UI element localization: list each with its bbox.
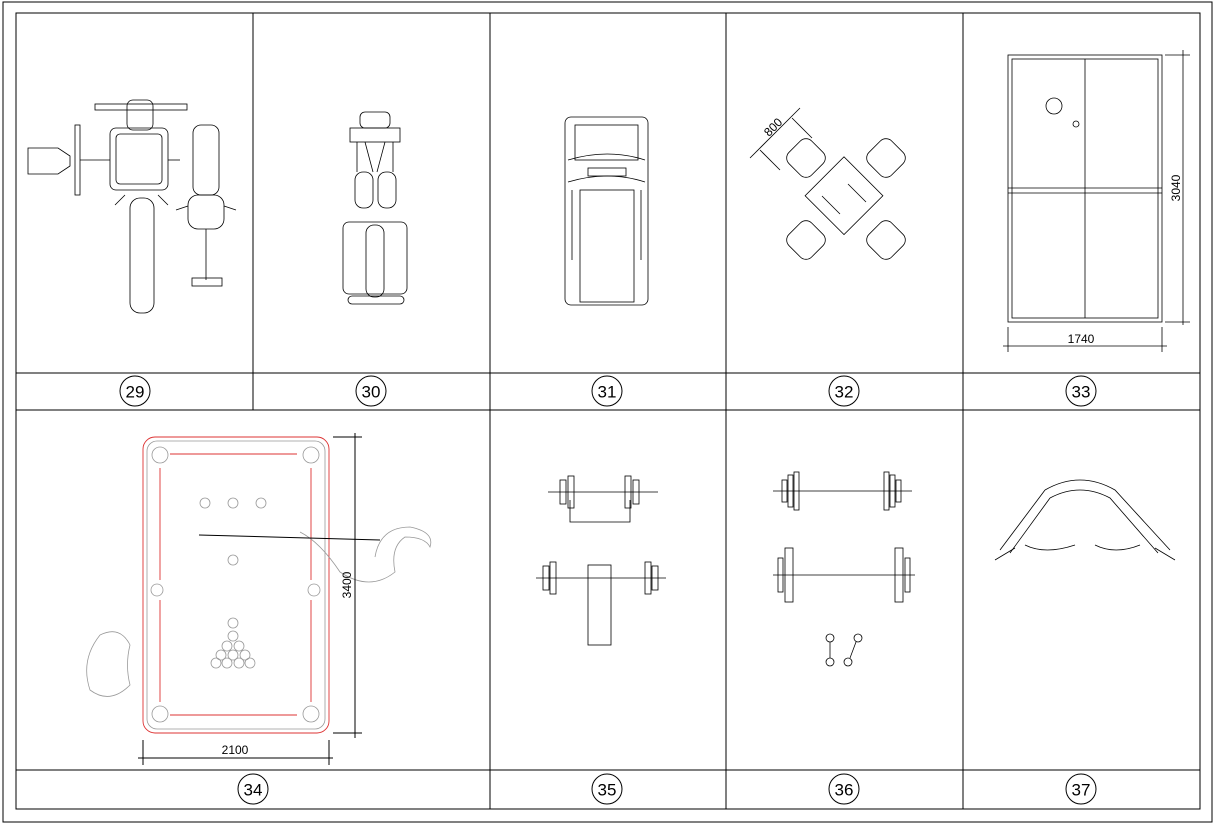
label-text: 37 (1072, 781, 1091, 800)
barbells-dumbbells-drawing (773, 471, 915, 667)
dimension-800: 800 (761, 115, 785, 139)
exercise-bike-drawing (342, 111, 408, 305)
label-35: 35 (591, 773, 623, 805)
label-text: 34 (244, 781, 263, 800)
treadmill-drawing (564, 116, 649, 306)
dimension-2100: 2100 (222, 743, 249, 757)
label-30: 30 (355, 375, 387, 407)
ab-machine-drawing (994, 479, 1176, 561)
label-text: 33 (1072, 383, 1091, 402)
label-34: 34 (237, 773, 269, 805)
billiard-table-drawing (86, 433, 432, 765)
label-text: 30 (362, 383, 381, 402)
ping-pong-table-drawing (1003, 50, 1190, 352)
grid-lines (16, 13, 1200, 809)
label-text: 29 (126, 383, 145, 402)
label-text: 32 (835, 383, 854, 402)
inner-frame (15, 12, 1201, 810)
dimension-1740: 1740 (1068, 332, 1095, 346)
label-text: 31 (598, 383, 617, 402)
dimension-3040: 3040 (1169, 174, 1183, 201)
bench-press-drawing (536, 475, 666, 646)
label-32: 32 (828, 375, 860, 407)
label-33: 33 (1065, 375, 1097, 407)
label-36: 36 (828, 773, 860, 805)
label-text: 36 (835, 781, 854, 800)
multi-gym-drawing (27, 99, 237, 314)
label-text: 35 (598, 781, 617, 800)
label-29: 29 (119, 375, 151, 407)
dimension-3400: 3400 (340, 571, 354, 598)
label-31: 31 (591, 375, 623, 407)
table-chairs-drawing (749, 107, 906, 260)
label-37: 37 (1065, 773, 1097, 805)
